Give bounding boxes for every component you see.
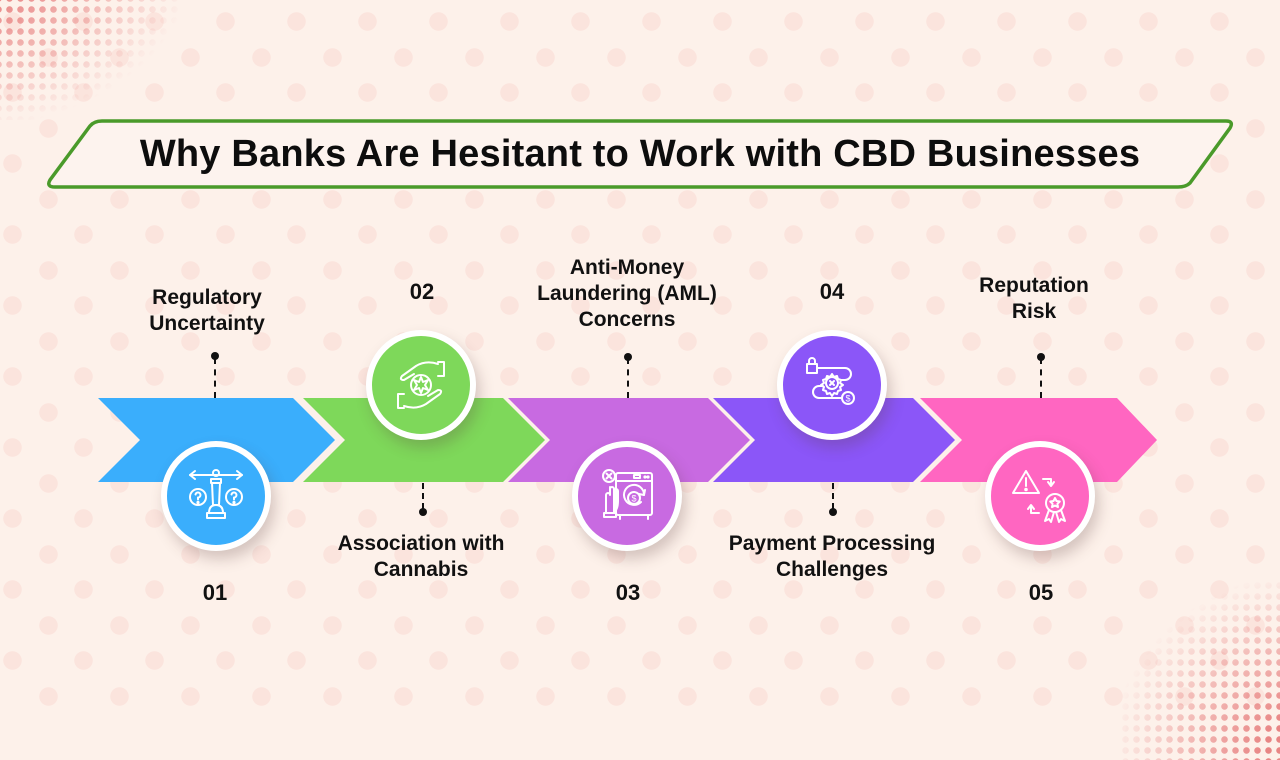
step-01-label-line-1: Regulatory — [152, 286, 262, 309]
payment-flow-gear-error-icon: $ — [806, 357, 855, 405]
step-01-connector-line — [214, 358, 216, 398]
step-02-label-line-1: Association with — [337, 532, 505, 555]
step-04-number: 04 — [819, 279, 845, 304]
step-05-label-line-2: Risk — [1011, 300, 1057, 323]
chess-king-scale-question-icon — [189, 469, 243, 519]
step-02-label-line-2: Cannabis — [373, 558, 469, 581]
step-01-connector-dot — [211, 352, 219, 360]
step-04-label-line-1: Payment Processing — [728, 532, 936, 555]
step-05-number: 05 — [1028, 580, 1054, 605]
step-03-connector-dot — [624, 353, 632, 361]
step-05-label: Reputation Risk — [904, 273, 1164, 325]
arrow-step-05 — [920, 398, 1157, 482]
step-02-label: Association with Cannabis — [291, 531, 551, 583]
step-03-icon-circle: $ — [572, 441, 682, 551]
process-arrow-timeline — [98, 398, 1157, 482]
step-01-label-line-2: Uncertainty — [149, 312, 265, 335]
step-05-connector-line — [1040, 358, 1042, 398]
step-03-label-line-1: Anti-Money — [569, 256, 685, 279]
step-01-icon-circle — [161, 441, 271, 551]
page-title: Why Banks Are Hesitant to Work with CBD … — [139, 133, 1141, 175]
arrow-step-04 — [713, 398, 955, 482]
step-03-label-line-3: Concerns — [578, 308, 676, 331]
warning-award-cycle-icon — [1012, 470, 1066, 523]
step-03-label-line-2: Laundering (AML) — [537, 282, 717, 305]
step-04-label-line-2: Challenges — [775, 558, 889, 581]
title-banner-frame — [47, 119, 1234, 189]
washing-machine-money-stop-icon: $ — [602, 469, 653, 520]
step-04-icon-circle: $ — [777, 330, 887, 440]
step-02-number: 02 — [409, 279, 435, 304]
svg-text:$: $ — [631, 494, 636, 504]
step-01-label: Regulatory Uncertainty — [77, 285, 337, 337]
step-01-number: 01 — [202, 580, 228, 605]
step-02-icon-circle — [366, 330, 476, 440]
step-03-connector-line — [627, 358, 629, 398]
step-04-connector-dot — [829, 508, 837, 516]
step-03-number: 03 — [615, 580, 641, 605]
step-03-label: Anti-Money Laundering (AML) Concerns — [497, 255, 757, 333]
svg-text:$: $ — [845, 394, 850, 404]
step-05-connector-dot — [1037, 353, 1045, 361]
hands-cannabis-leaf-icon — [397, 361, 445, 409]
step-02-connector-dot — [419, 508, 427, 516]
arrow-step-02 — [303, 398, 545, 482]
arrow-step-03 — [508, 398, 750, 482]
step-04-label: Payment Processing Challenges — [702, 531, 962, 583]
arrow-step-01 — [98, 398, 335, 482]
step-02-connector-line — [422, 483, 424, 509]
step-05-label-line-1: Reputation — [979, 274, 1089, 297]
step-05-icon-circle — [985, 441, 1095, 551]
step-04-connector-line — [832, 483, 834, 509]
